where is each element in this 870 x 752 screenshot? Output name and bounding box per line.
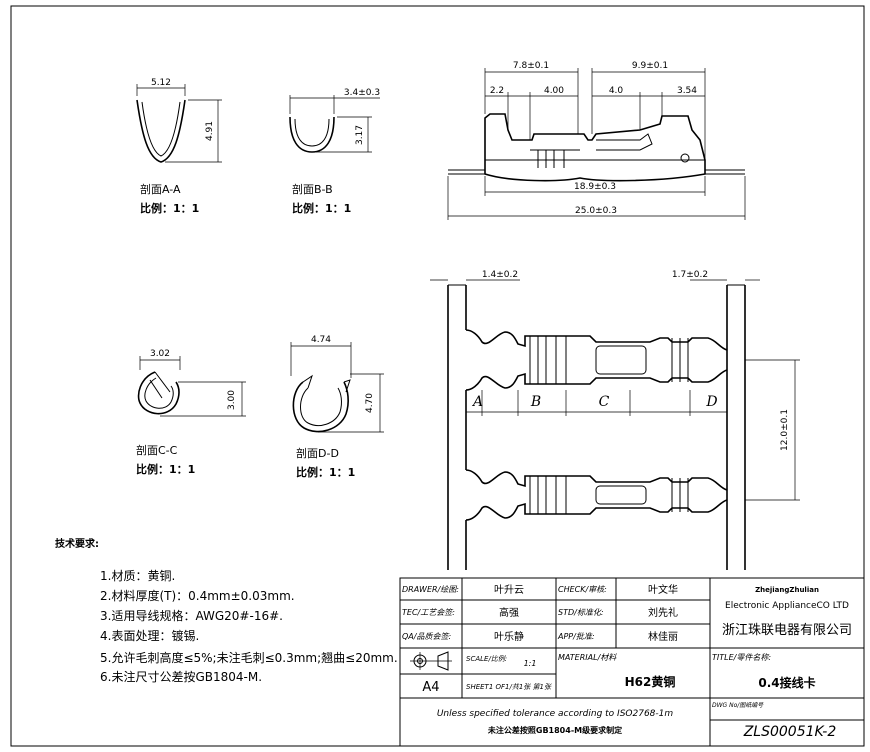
section-dd-title: 剖面D-D	[296, 446, 339, 460]
check-label: CHECK/审核:	[558, 585, 607, 594]
company-en-2: Electronic ApplianceCO LTD	[725, 601, 849, 611]
projection-symbol-icon	[410, 651, 452, 671]
tech-note-4: 4.表面处理：镀锡.	[100, 628, 199, 643]
strip-terminal-1	[465, 329, 728, 391]
dim-left-span: 7.8±0.1	[513, 61, 549, 71]
section-aa-profile	[136, 99, 186, 163]
dim-right-tab: 1.7±0.2	[672, 270, 708, 280]
qa-label: QA/品质会签:	[402, 632, 451, 641]
section-bb-title: 剖面B-B	[292, 182, 333, 196]
section-cc-scale: 比例：1：1	[136, 462, 195, 476]
app-label: APP/批准:	[557, 632, 595, 641]
section-aa-width: 5.12	[151, 78, 171, 88]
dim-d4: 3.54	[677, 86, 697, 96]
section-cc-title: 剖面C-C	[136, 443, 178, 457]
section-aa-scale: 比例：1：1	[140, 201, 199, 215]
section-cc-profile	[137, 371, 180, 415]
std-name: 刘先礼	[648, 606, 678, 619]
section-cc-height: 3.00	[227, 390, 237, 410]
check-name: 叶文华	[648, 583, 678, 596]
section-dd-width: 4.74	[311, 335, 331, 345]
zone-c-label: C	[599, 394, 610, 410]
company-en-1: ZhejiangZhulian	[755, 586, 819, 594]
material-value: H62黄铜	[625, 674, 676, 689]
section-dd: 4.74 4.70 剖面D-D 比例：1：1	[290, 335, 384, 479]
title-block: DRAWER/绘图: 叶升云 CHECK/审核: 叶文华 TEC/工艺会签: 高…	[399, 577, 865, 747]
tech-note-5: 5.允许毛刺高度≤5%;未注毛刺≤0.3mm;翘曲≤20mm.	[100, 650, 398, 665]
section-cc-width: 3.02	[150, 349, 170, 359]
technical-notes: 技术要求: 1.材质：黄铜. 2.材料厚度(T)：0.4mm±0.03mm. 3…	[55, 537, 398, 684]
title-label: TITLE/零件名称:	[712, 653, 771, 662]
tech-note-3: 3.适用导线规格：AWG20#-16#.	[100, 608, 283, 623]
dim-total-length: 25.0±0.3	[575, 206, 617, 216]
zone-a-label: A	[471, 394, 483, 410]
section-dd-height: 4.70	[365, 393, 375, 413]
strip-view: A B C D 1.4±0.2 1.7±0.2 12.0±0.1	[430, 270, 800, 570]
tech-note-1: 1.材质：黄铜.	[100, 568, 175, 583]
section-aa-title: 剖面A-A	[140, 182, 181, 196]
dim-d2: 4.00	[544, 86, 564, 96]
tec-name: 高强	[499, 606, 519, 619]
side-view-outline	[484, 113, 706, 182]
drawer-name: 叶升云	[494, 584, 524, 596]
scale-label: SCALE/比例:	[466, 655, 507, 663]
app-name: 林佳丽	[648, 630, 678, 643]
dim-inner-length: 18.9±0.3	[574, 182, 616, 192]
tec-label: TEC/工艺会签:	[402, 608, 455, 617]
strip-terminal-2	[465, 469, 728, 521]
company-cn: 浙江珠联电器有限公司	[722, 623, 852, 638]
section-bb-height: 3.17	[355, 125, 365, 145]
section-dd-profile	[292, 381, 349, 433]
tech-notes-heading: 技术要求:	[55, 537, 99, 550]
sheet-size: A4	[422, 680, 439, 695]
tech-note-6: 6.未注尺寸公差按GB1804-M.	[100, 669, 262, 684]
section-bb-profile	[289, 116, 335, 153]
dim-right-span: 9.9±0.1	[632, 61, 668, 71]
side-view: 7.8±0.1 9.9±0.1 2.2 4.00 4.0 3.54 18.9±0…	[447, 61, 746, 220]
tolerance-en: Unless specified tolerance according to …	[437, 709, 674, 719]
scale-value: 1:1	[524, 659, 537, 668]
section-aa-height: 4.91	[205, 121, 215, 141]
section-cc: 3.02 3.00 剖面C-C 比例：1：1	[136, 349, 246, 476]
std-label: STD/标准化:	[558, 608, 604, 617]
dim-d1: 2.2	[490, 86, 504, 96]
section-dd-scale: 比例：1：1	[296, 465, 355, 479]
dim-pitch: 12.0±0.1	[780, 409, 790, 451]
drawer-label: DRAWER/绘图:	[402, 585, 459, 594]
drawing-number: ZLS00051K-2	[743, 724, 837, 740]
qa-name: 叶乐静	[494, 630, 524, 643]
section-aa: 5.12 4.91 剖面A-A 比例：1：1	[136, 78, 222, 215]
material-label: MATERIAL/材料	[558, 653, 617, 662]
dwg-label: DWG No/图纸编号	[712, 701, 764, 709]
section-bb-scale: 比例：1：1	[292, 201, 351, 215]
section-bb: 3.4±0.3 3.17 剖面B-B 比例：1：1	[289, 88, 380, 215]
dim-left-tab: 1.4±0.2	[482, 270, 518, 280]
part-title: 0.4接线卡	[758, 675, 815, 690]
dim-d3: 4.0	[609, 86, 624, 96]
sheet-label: SHEET1 OF1/共1张 第1张	[466, 683, 552, 691]
tolerance-cn: 未注公差按照GB1804-M级要求制定	[487, 725, 622, 735]
section-bb-width: 3.4±0.3	[344, 88, 380, 98]
zone-b-label: B	[530, 394, 541, 410]
tech-note-2: 2.材料厚度(T)：0.4mm±0.03mm.	[100, 588, 295, 603]
zone-d-label: D	[705, 394, 717, 410]
